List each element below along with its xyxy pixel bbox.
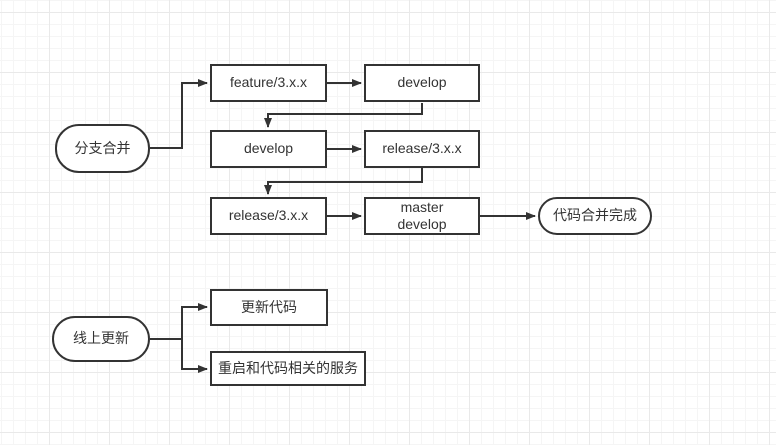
node-restart-services[interactable]: 重启和代码相关的服务 <box>210 351 366 386</box>
node-merge-complete[interactable]: 代码合并完成 <box>538 197 652 235</box>
node-release-3xx-mid[interactable]: release/3.x.x <box>364 130 480 168</box>
connector-branch-merge-to-feature[interactable] <box>150 79 208 149</box>
node-update-code[interactable]: 更新代码 <box>210 289 328 326</box>
connector-online-update-to-update-code[interactable] <box>181 303 208 339</box>
node-feature-3xx[interactable]: feature/3.x.x <box>210 64 327 102</box>
node-release-3xx-bottom[interactable]: release/3.x.x <box>210 197 327 235</box>
node-develop-top[interactable]: develop <box>364 64 480 102</box>
node-master-develop[interactable]: master develop <box>364 197 480 235</box>
connector-release-mid-to-release-bottom[interactable] <box>264 168 423 195</box>
connector-develop-top-to-develop-mid[interactable] <box>264 103 423 128</box>
connector-online-update-to-restart-services[interactable] <box>181 339 208 373</box>
node-develop-mid[interactable]: develop <box>210 130 327 168</box>
node-branch-merge[interactable]: 分支合并 <box>55 124 150 173</box>
node-online-update[interactable]: 线上更新 <box>52 316 150 362</box>
